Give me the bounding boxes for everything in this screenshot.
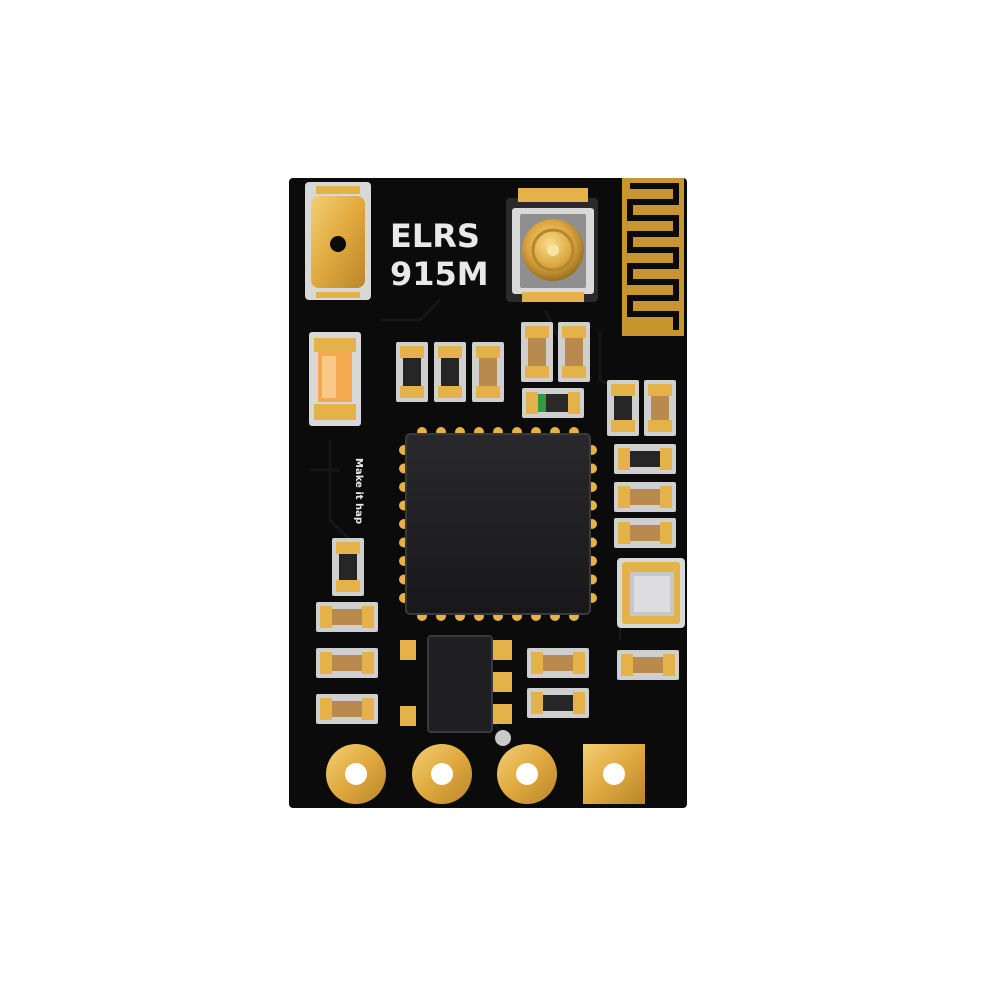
smd-part <box>558 322 590 382</box>
smd-part <box>316 694 378 724</box>
voltage-regulator <box>400 635 512 733</box>
smd-part <box>614 444 676 474</box>
smd-part <box>617 650 679 680</box>
crystal-oscillator <box>617 558 685 628</box>
test-point <box>495 730 511 746</box>
smd-part <box>521 322 553 382</box>
smd-part <box>396 342 428 402</box>
smd-part <box>316 648 378 678</box>
pcb-antenna <box>622 178 684 336</box>
antenna-connector <box>506 188 598 302</box>
smd-part <box>434 342 466 402</box>
boot-button-pad <box>305 182 371 300</box>
smd-components <box>316 322 679 724</box>
mcu-chip <box>399 427 597 621</box>
smd-part <box>522 388 584 418</box>
smd-part <box>332 538 364 596</box>
smd-part <box>607 380 639 436</box>
status-led <box>309 332 361 426</box>
smd-part <box>614 482 676 512</box>
smd-part <box>472 342 504 402</box>
slogan-text: Make it hap <box>353 458 364 524</box>
model-label-line1: ELRS <box>390 217 480 255</box>
smd-part <box>316 602 378 632</box>
solder-pads <box>326 730 645 804</box>
smd-part <box>527 688 589 718</box>
model-label-line2: 915M <box>390 255 489 293</box>
smd-part <box>614 518 676 548</box>
smd-part <box>644 380 676 436</box>
smd-part <box>527 648 589 678</box>
